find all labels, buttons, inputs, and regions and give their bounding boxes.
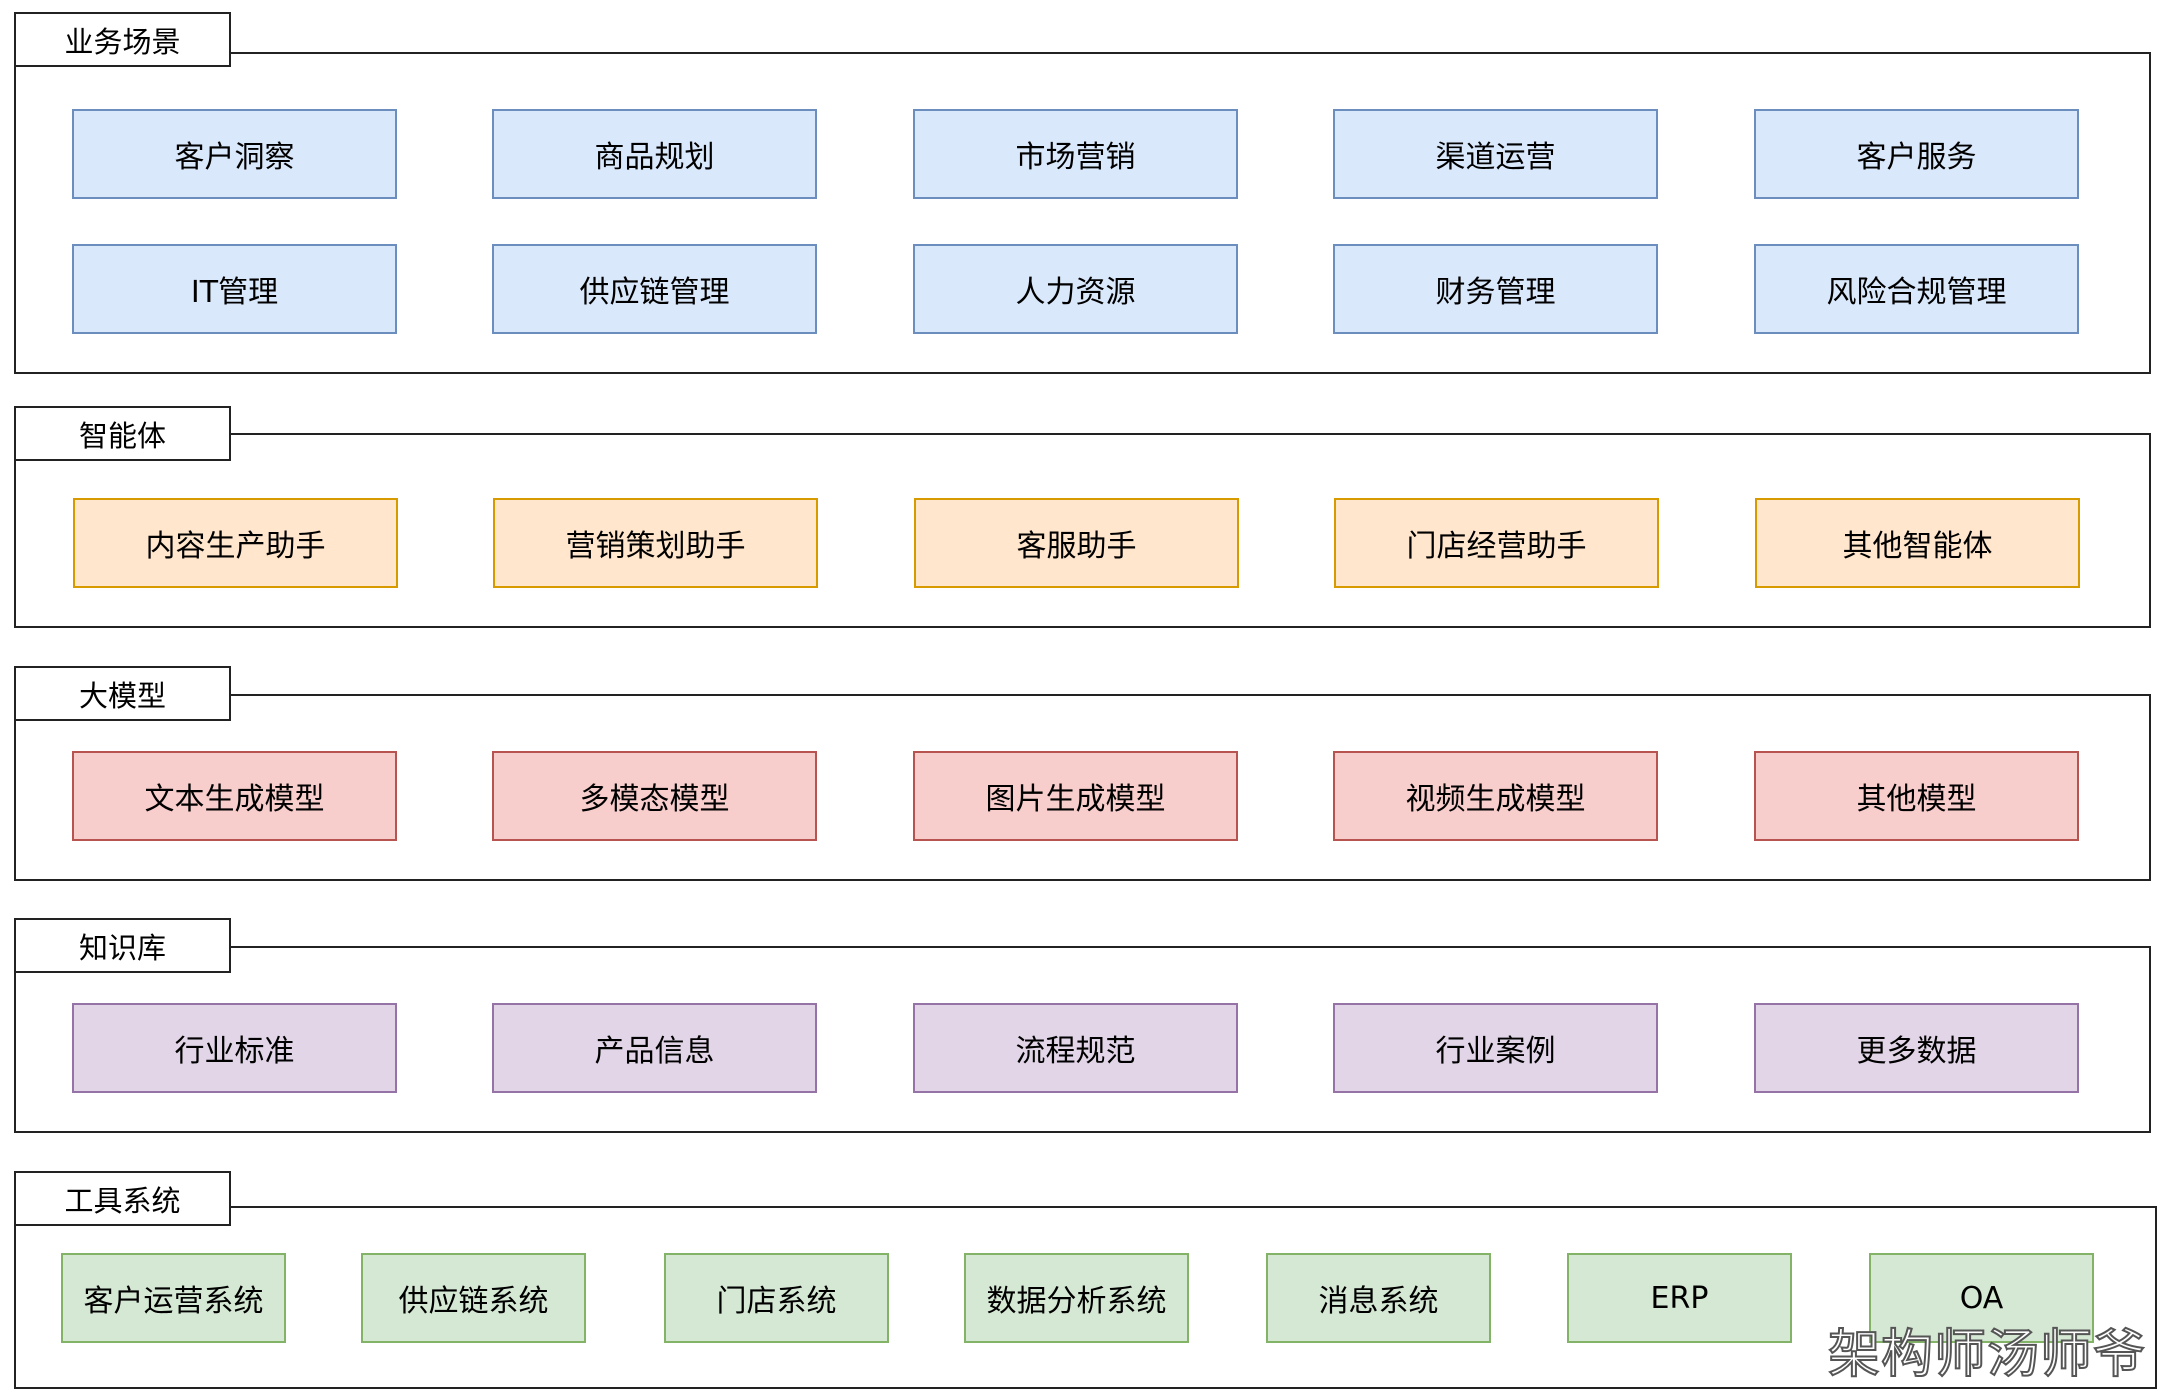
tool-box-erp: ERP — [1567, 1253, 1792, 1343]
layer-title-models: 大模型 — [14, 666, 231, 721]
tool-box-oa: OA — [1869, 1253, 2094, 1343]
business-box-marketing: 市场营销 — [913, 109, 1238, 199]
layer-title-business: 业务场景 — [14, 12, 231, 67]
business-box-product-planning: 商品规划 — [492, 109, 817, 199]
agent-box-store-operations: 门店经营助手 — [1334, 498, 1659, 588]
tool-box-customer-operations: 客户运营系统 — [61, 1253, 286, 1343]
tool-box-data-analysis: 数据分析系统 — [964, 1253, 1189, 1343]
business-box-it-management: IT管理 — [72, 244, 397, 334]
business-box-supply-chain: 供应链管理 — [492, 244, 817, 334]
business-box-channel-ops: 渠道运营 — [1333, 109, 1658, 199]
business-box-risk-compliance: 风险合规管理 — [1754, 244, 2079, 334]
tool-box-supply-chain: 供应链系统 — [361, 1253, 586, 1343]
knowledge-box-more-data: 更多数据 — [1754, 1003, 2079, 1093]
business-box-customer-service: 客户服务 — [1754, 109, 2079, 199]
model-box-other-models: 其他模型 — [1754, 751, 2079, 841]
agent-box-content-production: 内容生产助手 — [73, 498, 398, 588]
model-box-video-generation: 视频生成模型 — [1333, 751, 1658, 841]
watermark-text: 架构师汤师爷 — [1827, 1324, 2146, 1386]
knowledge-box-industry-standards: 行业标准 — [72, 1003, 397, 1093]
tool-box-messaging: 消息系统 — [1266, 1253, 1491, 1343]
model-box-image-generation: 图片生成模型 — [913, 751, 1238, 841]
business-box-finance: 财务管理 — [1333, 244, 1658, 334]
model-box-text-generation: 文本生成模型 — [72, 751, 397, 841]
agent-box-marketing-planning: 营销策划助手 — [493, 498, 818, 588]
agent-box-customer-service: 客服助手 — [914, 498, 1239, 588]
knowledge-box-product-info: 产品信息 — [492, 1003, 817, 1093]
knowledge-box-process-specs: 流程规范 — [913, 1003, 1238, 1093]
layer-title-agents: 智能体 — [14, 406, 231, 461]
model-box-multimodal: 多模态模型 — [492, 751, 817, 841]
business-box-customer-insight: 客户洞察 — [72, 109, 397, 199]
knowledge-box-industry-cases: 行业案例 — [1333, 1003, 1658, 1093]
tool-box-store-system: 门店系统 — [664, 1253, 889, 1343]
layer-title-tools: 工具系统 — [14, 1171, 231, 1226]
business-box-hr: 人力资源 — [913, 244, 1238, 334]
layer-title-knowledge: 知识库 — [14, 918, 231, 973]
agent-box-other-agents: 其他智能体 — [1755, 498, 2080, 588]
